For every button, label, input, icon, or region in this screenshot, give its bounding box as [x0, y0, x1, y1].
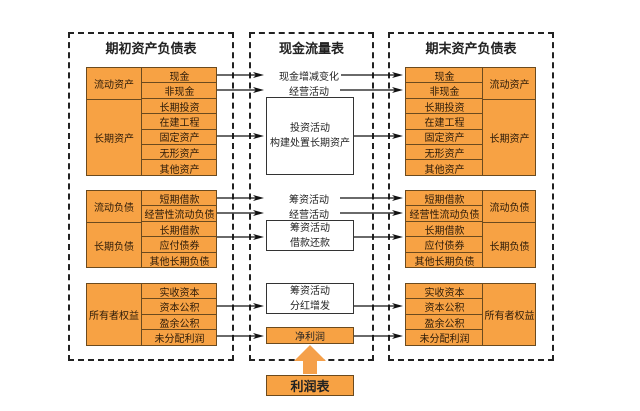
opening-item-cell: 无形资产: [142, 145, 217, 161]
closing-table-block: 所有者权益实收资本资本公积盈余公积未分配利润: [405, 283, 536, 346]
arrowhead-icon: [392, 234, 403, 240]
closing-item-cell: 无形资产: [406, 145, 483, 161]
closing-category-cell: 长期资产: [482, 98, 536, 176]
opening-item-cell: 短期借款: [142, 191, 217, 207]
opening-item-cell: 其他长期负债: [149, 256, 210, 268]
closing-category-cell: 长期负债: [482, 221, 536, 268]
income-statement-text: 利润表: [290, 380, 330, 395]
net-profit-text: 净利润: [295, 332, 325, 343]
opening-item-cell: 经营性流动负债: [142, 206, 217, 222]
opening-balance-sheet-panel: 期初资产负债表: [68, 32, 234, 361]
opening-item-cell: 非现金: [142, 83, 217, 99]
closing-item-cell: 其他长期负债: [414, 256, 475, 268]
financing-activity-text-2: 筹资活动: [290, 285, 330, 297]
closing-item-cell: 现金: [406, 68, 483, 84]
arrowhead-icon: [253, 303, 264, 309]
arrowhead-icon: [392, 72, 403, 78]
opening-table-block: 所有者权益实收资本资本公积盈余公积未分配利润: [86, 283, 217, 346]
opening-item-cell: 实收资本: [142, 284, 217, 300]
opening-item-cell: 长期借款: [142, 222, 217, 238]
opening-item-cell: 固定资产: [142, 130, 217, 145]
closing-item-cell: 经营性流动负债: [406, 206, 483, 222]
opening-category-cell: 流动资产: [87, 68, 142, 99]
closing-item-cell: 资本公积: [406, 299, 483, 315]
opening-category-cell: 长期资产: [87, 98, 142, 176]
opening-table-block: 流动负债短期借款经营性流动负债长期负债长期借款应付债券其他长期负债: [86, 190, 217, 268]
operating-activity-label-2: 经营活动: [287, 206, 331, 221]
dividend-issuance-text: 分红增发: [290, 300, 330, 312]
cash-change-label: 现金增减变化: [277, 68, 341, 83]
closing-category-cell: 流动资产: [482, 68, 536, 99]
closing-balance-sheet-panel: 期末资产负债表: [388, 32, 554, 361]
opening-item-cell: 资本公积: [142, 299, 217, 315]
financing-activity-label: 筹资活动: [287, 191, 331, 206]
arrowhead-icon: [253, 72, 264, 78]
closing-item-cell: 未分配利润: [419, 334, 470, 346]
closing-category-cell: 流动负债: [482, 191, 536, 222]
closing-category-cell: 所有者权益: [482, 284, 536, 346]
closing-item-cell: 固定资产: [406, 130, 483, 145]
income-statement-box: 利润表: [266, 375, 354, 396]
opening-category-cell: 所有者权益: [87, 284, 142, 346]
closing-item-cell: 其他资产: [424, 164, 465, 176]
opening-item-cell: 长期投资: [142, 99, 217, 115]
up-arrow-icon: [294, 345, 326, 374]
long-term-asset-text: 构建处置长期资产: [270, 138, 350, 149]
arrowhead-icon: [253, 133, 264, 139]
closing-item-cell: 盈余公积: [406, 315, 483, 331]
closing-item-cell: 实收资本: [406, 284, 483, 300]
financing-borrowing-box: 筹资活动 借款还款: [266, 220, 354, 251]
closing-item-cell: 非现金: [406, 83, 483, 99]
closing-item-cell: 应付债券: [406, 237, 483, 253]
closing-item-cell: 长期投资: [406, 99, 483, 115]
arrowhead-icon: [253, 87, 264, 93]
arrowhead-icon: [392, 195, 403, 201]
closing-item-cell: 短期借款: [406, 191, 483, 207]
operating-activity-label: 经营活动: [287, 83, 331, 98]
opening-item-cell: 应付债券: [142, 237, 217, 253]
closing-balance-sheet-title: 期末资产负债表: [425, 42, 517, 57]
opening-item-cell: 现金: [142, 68, 217, 84]
financing-activity-text: 筹资活动: [290, 222, 330, 234]
opening-item-cell: 盈余公积: [142, 315, 217, 331]
financing-dividend-box: 筹资活动 分红增发: [266, 283, 354, 314]
opening-item-cell: 未分配利润: [154, 334, 205, 346]
arrowhead-icon: [253, 210, 264, 216]
closing-item-cell: 长期借款: [406, 222, 483, 238]
closing-table-block: 流动资产现金非现金长期资产长期投资在建工程固定资产无形资产其他资产: [405, 67, 536, 176]
closing-item-cell: 在建工程: [406, 114, 483, 130]
opening-category-cell: 长期负债: [87, 221, 142, 268]
closing-table-block: 流动负债短期借款经营性流动负债长期负债长期借款应付债券其他长期负债: [405, 190, 536, 268]
net-profit-box: 净利润: [266, 327, 354, 344]
investing-activity-box: 投资活动 构建处置长期资产: [266, 97, 354, 175]
opening-balance-sheet-title: 期初资产负债表: [105, 42, 197, 57]
arrowhead-icon: [392, 303, 403, 309]
investing-activity-text: 投资活动: [290, 123, 330, 134]
borrowing-repayment-text: 借款还款: [290, 237, 330, 249]
arrowhead-icon: [253, 234, 264, 240]
opening-category-cell: 流动负债: [87, 191, 142, 222]
arrowhead-icon: [392, 210, 403, 216]
opening-item-cell: 其他资产: [159, 164, 200, 176]
cash-flow-statement-title: 现金流量表: [278, 42, 344, 57]
opening-item-cell: 在建工程: [142, 114, 217, 130]
arrowhead-icon: [392, 133, 403, 139]
arrowhead-icon: [253, 333, 264, 339]
arrowhead-icon: [392, 87, 403, 93]
arrowhead-icon: [392, 333, 403, 339]
arrowhead-icon: [253, 195, 264, 201]
opening-table-block: 流动资产现金非现金长期资产长期投资在建工程固定资产无形资产其他资产: [86, 67, 217, 176]
